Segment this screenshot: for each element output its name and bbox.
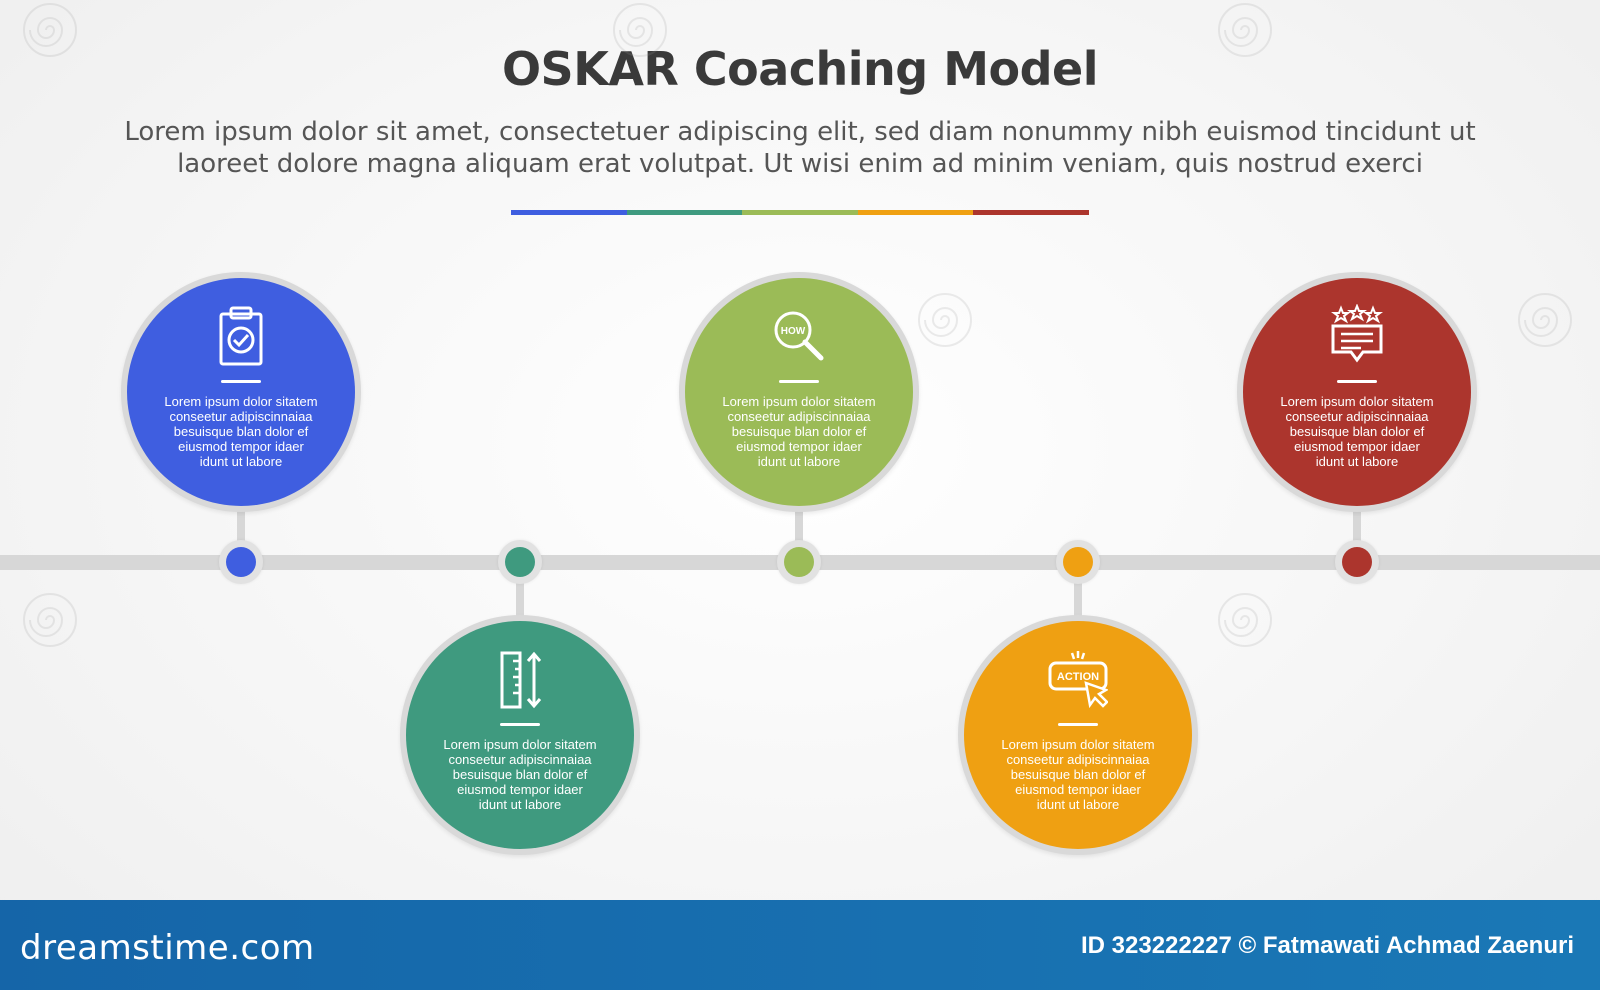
step-4-connector [1074, 567, 1082, 619]
how-icon-label: HOW [781, 326, 806, 337]
subtitle-line-1: Lorem ipsum dolor sit amet, consectetuer… [124, 117, 1476, 147]
step-4-circle-fill: ACTION Lorem ipsum dolor sitatem conseet… [964, 621, 1192, 849]
watermark-swirl-icon [1218, 3, 1272, 57]
step-4-circle: ACTION Lorem ipsum dolor sitatem conseet… [958, 615, 1198, 855]
step-4-separator [1058, 723, 1098, 726]
step-3-text-line: besuisque blan dolor ef [731, 424, 867, 439]
step-3-text-line: Lorem ipsum dolor sitatem [722, 394, 876, 409]
step-2-circle-fill: Lorem ipsum dolor sitatem conseetur adip… [406, 621, 634, 849]
divider-segment-green [742, 210, 858, 215]
magnifier-how-icon: HOW [774, 311, 824, 361]
step-5-text-line: Lorem ipsum dolor sitatem [1280, 394, 1434, 409]
step-3-node [777, 540, 821, 584]
step-5-connector [1353, 505, 1361, 557]
page-title: OSKAR Coaching Model [501, 42, 1099, 96]
step-3-connector [795, 505, 803, 557]
step-2-text-line: Lorem ipsum dolor sitatem [443, 737, 597, 752]
step-1-text-line: conseetur adipiscinnaiaa [169, 409, 313, 424]
step-2-separator [500, 723, 540, 726]
footer-brand-logo: dreamstime.com [20, 928, 315, 968]
step-3-text-line: eiusmod tempor idaer [736, 439, 862, 454]
step-1-separator [221, 380, 261, 383]
step-2-circle: Lorem ipsum dolor sitatem conseetur adip… [400, 615, 640, 855]
step-1-description: Lorem ipsum dolor sitatem conseetur adip… [153, 394, 329, 469]
step-5-separator [1337, 380, 1377, 383]
step-5-node-dot [1342, 547, 1372, 577]
step-1-node-dot [226, 547, 256, 577]
step-3-description: Lorem ipsum dolor sitatem conseetur adip… [711, 394, 887, 469]
step-4-node [1056, 540, 1100, 584]
watermark-swirl-icon [23, 593, 77, 647]
review-stars-icon [1331, 304, 1383, 363]
page-subtitle: Lorem ipsum dolor sit amet, consectetuer… [100, 116, 1500, 180]
divider-segment-red [973, 210, 1089, 215]
step-4-text-line: conseetur adipiscinnaiaa [1006, 752, 1150, 767]
step-3-node-dot [784, 547, 814, 577]
step-1-circle-fill: Lorem ipsum dolor sitatem conseetur adip… [127, 278, 355, 506]
step-1-text-line: Lorem ipsum dolor sitatem [164, 394, 318, 409]
watermark-swirl-icon [23, 3, 77, 57]
step-2-description: Lorem ipsum dolor sitatem conseetur adip… [432, 737, 608, 812]
step-2-text-line: idunt ut labore [478, 797, 562, 812]
step-4-text-line: idunt ut labore [1036, 797, 1120, 812]
step-1-node [219, 540, 263, 584]
divider-segment-blue [511, 210, 627, 215]
step-5-circle-fill: Lorem ipsum dolor sitatem conseetur adip… [1243, 278, 1471, 506]
watermark-swirl-icon [1218, 593, 1272, 647]
step-3-text-line: conseetur adipiscinnaiaa [727, 409, 871, 424]
step-5-node [1335, 540, 1379, 584]
step-1-text-line: eiusmod tempor idaer [178, 439, 304, 454]
divider-segment-teal [626, 210, 743, 215]
watermark-swirl-icon [918, 293, 972, 347]
step-5-description: Lorem ipsum dolor sitatem conseetur adip… [1269, 394, 1445, 469]
clipboard-check-icon [219, 306, 263, 366]
step-4-node-dot [1063, 547, 1093, 577]
subtitle-line-2: laoreet dolore magna aliquam erat volutp… [177, 149, 1423, 179]
step-2-node-dot [505, 547, 535, 577]
step-1-circle: Lorem ipsum dolor sitatem conseetur adip… [121, 272, 361, 512]
ruler-measure-icon [500, 651, 542, 709]
step-1-text-line: idunt ut labore [199, 454, 283, 469]
step-2-node [498, 540, 542, 584]
color-divider-bar [511, 210, 1089, 215]
watermark-swirl-icon [613, 3, 667, 57]
step-3-separator [779, 380, 819, 383]
step-2-text-line: besuisque blan dolor ef [452, 767, 588, 782]
footer-bar: dreamstime.com ID 323222227 © Fatmawati … [0, 900, 1600, 990]
step-1-text-line: besuisque blan dolor ef [173, 424, 309, 439]
step-3-text-line: idunt ut labore [757, 454, 841, 469]
step-4-description: Lorem ipsum dolor sitatem conseetur adip… [990, 737, 1166, 812]
divider-segment-orange [857, 210, 974, 215]
step-2-connector [516, 567, 524, 619]
step-1-connector [237, 505, 245, 557]
watermark-swirl-icon [1518, 293, 1572, 347]
step-4-text-line: besuisque blan dolor ef [1010, 767, 1146, 782]
step-2-text-line: conseetur adipiscinnaiaa [448, 752, 592, 767]
step-2-text-line: eiusmod tempor idaer [457, 782, 583, 797]
step-4-text-line: Lorem ipsum dolor sitatem [1001, 737, 1155, 752]
step-5-text-line: idunt ut labore [1315, 454, 1399, 469]
footer-credit: ID 323222227 © Fatmawati Achmad Zaenuri [1081, 932, 1574, 959]
step-3-circle-fill: HOW Lorem ipsum dolor sitatem conseetur … [685, 278, 913, 506]
step-5-text-line: besuisque blan dolor ef [1289, 424, 1425, 439]
step-5-circle: Lorem ipsum dolor sitatem conseetur adip… [1237, 272, 1477, 512]
action-icon-label: ACTION [1057, 671, 1099, 683]
action-button-icon: ACTION [1048, 651, 1108, 709]
step-4-text-line: eiusmod tempor idaer [1015, 782, 1141, 797]
step-3-circle: HOW Lorem ipsum dolor sitatem conseetur … [679, 272, 919, 512]
step-5-text-line: conseetur adipiscinnaiaa [1285, 409, 1429, 424]
step-5-text-line: eiusmod tempor idaer [1294, 439, 1420, 454]
